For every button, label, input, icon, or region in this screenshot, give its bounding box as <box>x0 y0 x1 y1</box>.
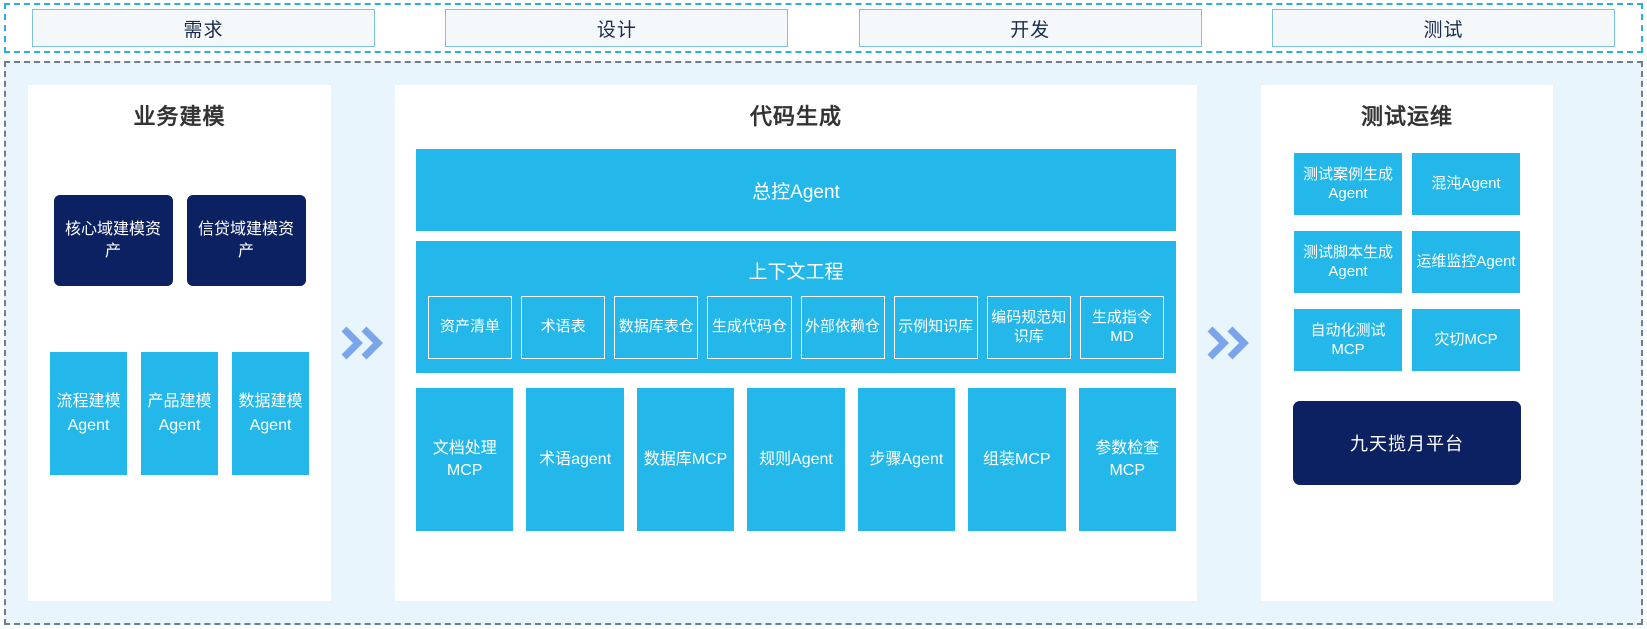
asset-row: 核心域建模资产 信贷域建模资产 <box>53 195 306 286</box>
tool-label: 步骤Agent <box>869 450 944 468</box>
chevron-right-icon-left <box>331 85 395 601</box>
tool-document-processing-mcp[interactable]: 文档处理MCP <box>416 388 514 531</box>
context-item-label: 生成代码仓 <box>711 318 787 336</box>
panel-business-modeling: 业务建模 核心域建模资产 信贷域建模资产 流程建模Agent 产品建模Agent… <box>28 85 331 601</box>
context-item-label: 编码规范知识库 <box>991 308 1067 345</box>
context-item-label: 术语表 <box>540 318 586 336</box>
context-item-asset-list[interactable]: 资产清单 <box>428 296 513 359</box>
modeling-agent-row: 流程建模Agent 产品建模Agent 数据建模Agent <box>50 352 309 475</box>
context-item-coding-standard-knowledge-base[interactable]: 编码规范知识库 <box>986 296 1071 359</box>
phase-box-design[interactable]: 设计 <box>445 9 789 47</box>
phase-label: 开发 <box>1010 19 1051 41</box>
context-item-example-knowledge-base[interactable]: 示例知识库 <box>893 296 978 359</box>
asset-credit-domain[interactable]: 信贷域建模资产 <box>186 195 306 286</box>
cell-label: 运维监控Agent <box>1416 253 1516 271</box>
phase-box-requirements[interactable]: 需求 <box>32 9 375 47</box>
agent-label: 数据建模Agent <box>238 393 303 434</box>
context-item-label: 生成指令MD <box>1091 308 1152 345</box>
tool-label: 规则Agent <box>759 450 833 468</box>
cell-ops-monitoring-agent[interactable]: 运维监控Agent <box>1412 231 1520 293</box>
test-ops-grid: 测试案例生成Agent 混沌Agent 测试脚本生成Agent 运维监控Agen… <box>1294 153 1520 371</box>
main-container: 业务建模 核心域建模资产 信贷域建模资产 流程建模Agent 产品建模Agent… <box>4 61 1643 625</box>
context-engineering-block: 上下文工程 资产清单 术语表 数据库表仓 生成代码仓 <box>416 241 1176 373</box>
platform-label: 九天揽月平台 <box>1350 434 1464 454</box>
panel-code-generation: 代码生成 总控Agent 上下文工程 资产清单 术语表 <box>395 85 1197 601</box>
context-item-label: 数据库表仓 <box>618 318 694 336</box>
context-item-generated-code-repo[interactable]: 生成代码仓 <box>707 296 792 359</box>
tool-label: 文档处理MCP <box>432 439 497 479</box>
tool-parameter-check-mcp[interactable]: 参数检查MCP <box>1078 388 1176 531</box>
tool-label: 组装MCP <box>983 450 1051 468</box>
agent-process-modeling[interactable]: 流程建模Agent <box>50 352 127 475</box>
context-item-label: 示例知识库 <box>898 318 974 336</box>
agent-data-modeling[interactable]: 数据建模Agent <box>232 352 309 475</box>
tool-label: 参数检查MCP <box>1095 439 1160 479</box>
tool-step-agent[interactable]: 步骤Agent <box>857 388 956 531</box>
context-item-glossary[interactable]: 术语表 <box>521 296 606 359</box>
tool-row: 文档处理MCP 术语agent 数据库MCP 规则Agent 步骤Agent <box>416 388 1176 531</box>
tool-glossary-agent[interactable]: 术语agent <box>526 388 624 531</box>
panel-title-code-generation: 代码生成 <box>749 104 842 129</box>
panel-test-operations: 测试运维 测试案例生成Agent 混沌Agent 测试脚本生成Agent 运维监… <box>1261 85 1553 601</box>
control-agent-box[interactable]: 总控Agent <box>416 149 1176 231</box>
cell-label: 混沌Agent <box>1431 175 1501 193</box>
tool-assembly-mcp[interactable]: 组装MCP <box>968 388 1066 531</box>
control-agent-label: 总控Agent <box>752 181 840 203</box>
context-item-label: 资产清单 <box>440 318 501 336</box>
cell-test-script-generation-agent[interactable]: 测试脚本生成Agent <box>1294 231 1402 293</box>
cell-disaster-recovery-mcp[interactable]: 灾切MCP <box>1412 309 1520 371</box>
cell-label: 测试脚本生成Agent <box>1302 243 1393 281</box>
cell-label: 自动化测试MCP <box>1310 321 1386 359</box>
panel-title-business-modeling: 业务建模 <box>133 104 226 129</box>
phase-box-testing[interactable]: 测试 <box>1271 9 1615 47</box>
phase-box-development[interactable]: 开发 <box>858 9 1202 47</box>
tool-label: 术语agent <box>539 450 612 468</box>
tool-database-mcp[interactable]: 数据库MCP <box>636 388 735 531</box>
context-item-label: 外部依赖仓 <box>805 318 881 336</box>
cell-label: 测试案例生成Agent <box>1302 165 1393 203</box>
asset-label: 信贷域建模资产 <box>197 220 294 260</box>
phase-label: 测试 <box>1423 19 1464 41</box>
context-engineering-title: 上下文工程 <box>748 262 844 283</box>
phase-label: 设计 <box>596 19 637 41</box>
tool-rule-agent[interactable]: 规则Agent <box>747 388 845 531</box>
cell-test-case-generation-agent[interactable]: 测试案例生成Agent <box>1294 153 1402 215</box>
tool-label: 数据库MCP <box>643 450 728 468</box>
agent-label: 流程建模Agent <box>56 393 121 434</box>
cell-automated-test-mcp[interactable]: 自动化测试MCP <box>1294 309 1402 371</box>
agent-label: 产品建模Agent <box>147 393 212 434</box>
context-item-row: 资产清单 术语表 数据库表仓 生成代码仓 外部依赖仓 <box>428 296 1164 359</box>
context-item-db-table-repo[interactable]: 数据库表仓 <box>614 296 699 359</box>
context-item-generation-instruction-md[interactable]: 生成指令MD <box>1079 296 1164 359</box>
asset-label: 核心域建模资产 <box>64 220 161 260</box>
cell-label: 灾切MCP <box>1434 331 1498 349</box>
asset-core-domain[interactable]: 核心域建模资产 <box>53 195 173 286</box>
phase-strip: 需求 设计 开发 测试 <box>4 3 1643 53</box>
phase-label: 需求 <box>183 19 224 41</box>
chevron-right-icon-right <box>1197 85 1261 601</box>
agent-product-modeling[interactable]: 产品建模Agent <box>141 352 218 475</box>
platform-box[interactable]: 九天揽月平台 <box>1293 401 1521 485</box>
context-item-external-dependency-repo[interactable]: 外部依赖仓 <box>800 296 885 359</box>
panel-title-test-operations: 测试运维 <box>1360 104 1453 129</box>
cell-chaos-agent[interactable]: 混沌Agent <box>1412 153 1520 215</box>
